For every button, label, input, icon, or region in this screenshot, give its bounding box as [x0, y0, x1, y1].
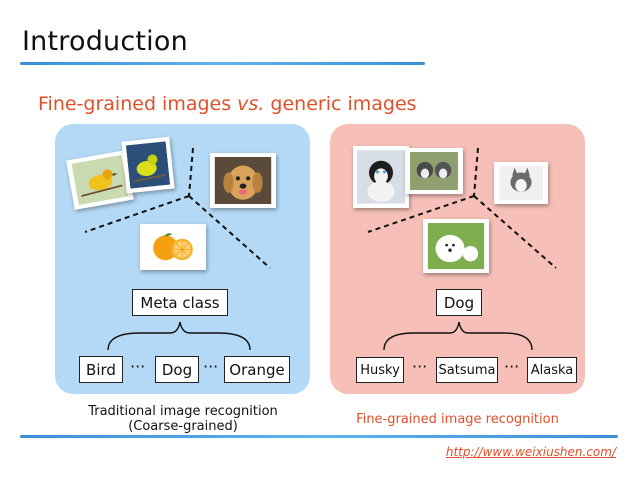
meta-class-node: Meta class — [132, 289, 228, 316]
samoyed-photo — [423, 219, 489, 273]
alaska-photo-icon — [499, 166, 543, 200]
subtitle-vs: vs. — [237, 93, 265, 115]
subtitle-pre: Fine-grained images — [38, 93, 238, 115]
orange-photo — [140, 224, 206, 270]
husky-photo-1 — [353, 146, 409, 208]
left-ellipsis-1: ··· — [130, 357, 146, 376]
fine-grained-caption: Fine-grained image recognition — [356, 412, 559, 427]
left-ellipsis-2: ··· — [203, 357, 219, 376]
husky-photo-icon — [410, 152, 458, 190]
samoyed-photo-icon — [427, 223, 485, 269]
right-ellipsis-2: ··· — [504, 357, 520, 376]
traditional-caption-line2: (Coarse-grained) — [128, 419, 238, 434]
dog-photo-icon — [214, 157, 272, 204]
bird-photo-icon — [71, 154, 129, 206]
satsuma-node: Satsuma — [436, 357, 498, 383]
dog-node: Dog — [155, 356, 199, 383]
orange-photo-icon — [145, 228, 201, 266]
husky-photo-2 — [405, 148, 463, 194]
traditional-caption-line1: Traditional image recognition — [88, 404, 278, 419]
right-tree-bracket — [383, 321, 533, 351]
slide-title: Introduction — [22, 26, 188, 57]
subtitle-post: generic images — [264, 93, 417, 115]
left-tree-bracket — [107, 321, 251, 351]
left-separator-left — [84, 195, 190, 233]
alaska-photo — [494, 162, 548, 204]
husky-photo-icon — [357, 150, 405, 204]
husky-node: Husky — [356, 357, 404, 383]
dog-root-node: Dog — [436, 289, 482, 316]
right-ellipsis-1: ··· — [412, 357, 428, 376]
source-link[interactable]: http://www.weixiushen.com/ — [445, 445, 616, 459]
right-separator-left — [367, 195, 475, 233]
bird-node: Bird — [79, 356, 123, 383]
title-rule — [20, 62, 425, 65]
orange-node: Orange — [224, 356, 290, 383]
slide-subtitle: Fine-grained images vs. generic images — [38, 93, 417, 115]
left-separator-top — [188, 147, 194, 197]
dog-photo — [210, 153, 276, 208]
bird-photo-1 — [66, 150, 134, 210]
alaska-node: Alaska — [527, 357, 577, 383]
bottom-rule — [20, 435, 618, 438]
left-separator-right — [188, 195, 271, 269]
bird-photo-2 — [121, 136, 175, 194]
right-separator-right — [473, 195, 557, 269]
right-separator-top — [473, 147, 479, 197]
traditional-caption: Traditional image recognition (Coarse-gr… — [68, 404, 298, 434]
bird-photo-icon — [125, 141, 171, 189]
